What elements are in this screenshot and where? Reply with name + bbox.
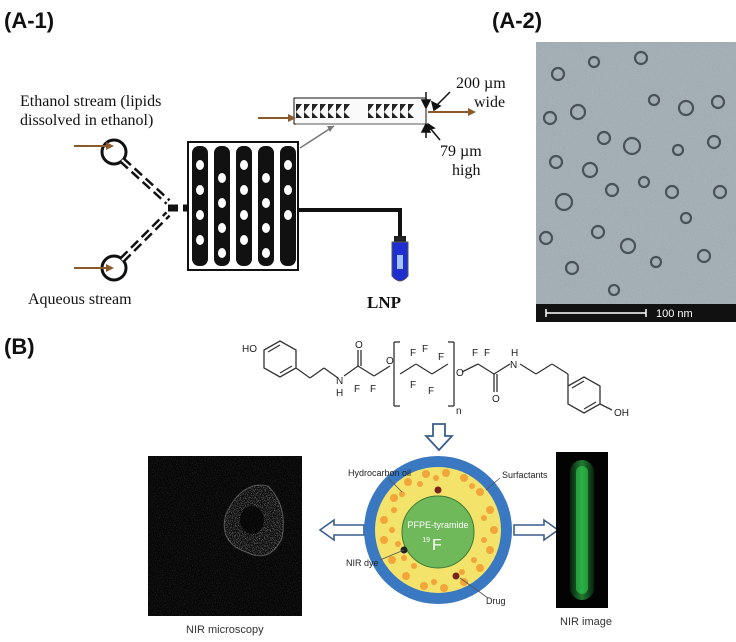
lnp-output-label: LNP: [367, 293, 401, 312]
aqueous-inlet-arrow-icon: [74, 264, 114, 272]
mol-f-1: F: [354, 384, 360, 395]
mol-h-right: H: [511, 348, 518, 359]
mol-o-carbonyl-left: O: [355, 340, 363, 351]
channel-width-label: 200 µm wide: [456, 74, 506, 112]
nir-tube-image: [556, 452, 608, 608]
mol-o-ether-left: O: [386, 356, 394, 367]
nir-microscopy-image: [148, 456, 302, 616]
droplet-callout-lines: [379, 477, 501, 599]
width-dimension-arrow-icon: [420, 91, 451, 112]
drug-label: Drug: [486, 596, 506, 606]
nanoemulsion-droplet: PFPE-tyramide 19 F: [364, 456, 512, 604]
mol-oh-right: OH: [614, 408, 629, 419]
mol-f-7: F: [438, 352, 444, 363]
channel-width-word: wide: [474, 94, 506, 111]
cell-nucleus: [240, 506, 264, 534]
pfpe-tyramide-structure: HO N H O F F O F F F F F n O F F O N H O…: [242, 340, 629, 419]
nir-image-caption: NIR image: [560, 616, 612, 628]
ethanol-stream-label: Ethanol stream (lipids dissolved in etha…: [20, 92, 161, 130]
aqueous-stream-label: Aqueous stream: [28, 291, 132, 308]
down-arrow-icon: [424, 423, 454, 452]
drug-particle: [434, 486, 442, 494]
pfpe-core: [401, 495, 475, 569]
lnp-particles: [538, 50, 728, 297]
panel-label-a1: (A-1): [4, 8, 55, 33]
core-isotope-mass: 19: [422, 537, 430, 544]
mol-ho-left: HO: [242, 344, 257, 355]
mol-f-2: F: [370, 384, 376, 395]
mol-o-carbonyl-right: O: [492, 394, 500, 405]
zoom-inlet-arrow-icon: [258, 114, 296, 122]
scale-bar-label: 100 nm: [656, 308, 693, 320]
core-label: PFPE-tyramide: [407, 520, 468, 530]
right-phenol-ring: [567, 376, 601, 414]
ethanol-stream-label-line2: dissolved in ethanol): [20, 112, 154, 129]
mol-f-6: F: [428, 386, 434, 397]
left-arrow-icon: [318, 518, 365, 542]
serpentine-mixer: [187, 141, 299, 271]
zoom-outlet-arrow-icon: [428, 108, 476, 116]
drug-particle-2: [452, 572, 460, 580]
zoom-pointer-line: [299, 125, 335, 149]
channel-width-value: 200 µm: [456, 75, 506, 92]
mol-h-left: H: [336, 388, 343, 399]
ethanol-stream-label-line1: Ethanol stream (lipids: [20, 93, 162, 110]
panel-label-a2: (A-2): [492, 8, 543, 33]
left-phenol-ring: [263, 340, 297, 378]
hydrocarbon-oil-label: Hydrocarbon oil: [348, 468, 412, 478]
microfluidic-chip-diagram: [74, 91, 476, 282]
height-dimension-arrow-icon: [420, 122, 441, 141]
nir-dye-label: NIR dye: [346, 558, 379, 568]
mol-n-left: N: [336, 376, 343, 387]
herringbone-channel-zoom: [293, 97, 427, 125]
channel-height-label: 79 µm high: [440, 142, 482, 180]
tem-micrograph: 100 nm: [536, 42, 736, 322]
channel-height-word: high: [452, 162, 481, 179]
mol-n-right: N: [510, 360, 517, 371]
core-isotope-symbol: F: [432, 537, 442, 554]
mol-f-9: F: [484, 348, 490, 359]
nir-labeled-cell: [223, 484, 284, 557]
mol-f-5: F: [410, 380, 416, 391]
surfactants-label: Surfactants: [502, 470, 548, 480]
mol-f-8: F: [472, 348, 478, 359]
right-arrow-icon: [513, 518, 560, 542]
outlet-channel: [298, 208, 402, 236]
ethanol-inlet-arrow-icon: [74, 142, 114, 150]
y-junction-channels: [119, 157, 188, 263]
nir-microscopy-caption: NIR microscopy: [186, 624, 264, 636]
mol-f-3: F: [410, 348, 416, 359]
oil-droplet-dots: [380, 469, 498, 592]
mol-n-subscript: n: [456, 406, 462, 417]
mol-o-ether-right: O: [456, 368, 464, 379]
panel-label-b: (B): [4, 334, 35, 359]
channel-height-value: 79 µm: [440, 143, 482, 160]
lnp-collection-tube-icon: [391, 236, 409, 282]
mol-f-4: F: [422, 344, 428, 355]
